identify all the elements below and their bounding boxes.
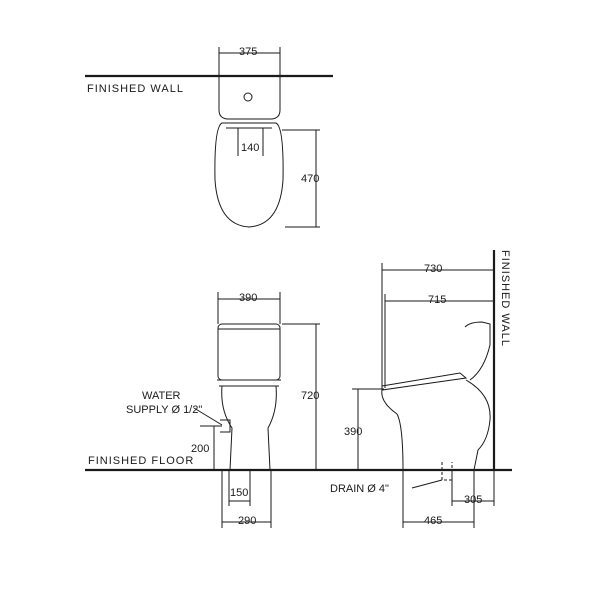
- water-supply-label-1: WATER: [142, 390, 181, 402]
- dim-200-value: 200: [191, 443, 210, 455]
- finished-floor-label: FINISHED FLOOR: [88, 455, 195, 467]
- dim-730-value: 730: [424, 263, 443, 275]
- dim-465-value: 465: [424, 515, 443, 527]
- water-supply-label-2: SUPPLY Ø 1/2": [126, 404, 203, 416]
- front-view: [194, 292, 320, 528]
- dim-290-value: 290: [238, 515, 257, 527]
- top-view-button: [244, 93, 252, 101]
- top-view: [85, 47, 333, 227]
- front-view-supply-valve: [220, 420, 230, 432]
- top-view-tank: [219, 81, 280, 119]
- dim-390-front-value: 390: [239, 292, 258, 304]
- side-view: [352, 250, 494, 528]
- dim-720-value: 720: [301, 390, 320, 402]
- dim-150-value: 150: [230, 487, 249, 499]
- dim-305-value: 305: [464, 494, 483, 506]
- top-view-bowl: [215, 123, 283, 227]
- finished-wall-label-side: FINISHED WALL: [499, 250, 511, 347]
- finished-wall-label-top: FINISHED WALL: [87, 83, 184, 95]
- side-view-body: [382, 380, 490, 470]
- front-view-pedestal: [222, 386, 277, 470]
- side-view-tank: [465, 322, 490, 380]
- dim-715-value: 715: [428, 294, 447, 306]
- dim-470-value: 470: [301, 173, 320, 185]
- side-view-seat: [382, 373, 466, 390]
- dim-390-side-value: 390: [344, 426, 363, 438]
- supply-leader: [194, 408, 222, 425]
- drain-label: DRAIN Ø 4": [330, 483, 389, 495]
- front-view-tank: [218, 324, 280, 380]
- drain-leader: [412, 480, 442, 488]
- dim-375-value: 375: [239, 46, 258, 58]
- dim-140-value: 140: [241, 142, 260, 154]
